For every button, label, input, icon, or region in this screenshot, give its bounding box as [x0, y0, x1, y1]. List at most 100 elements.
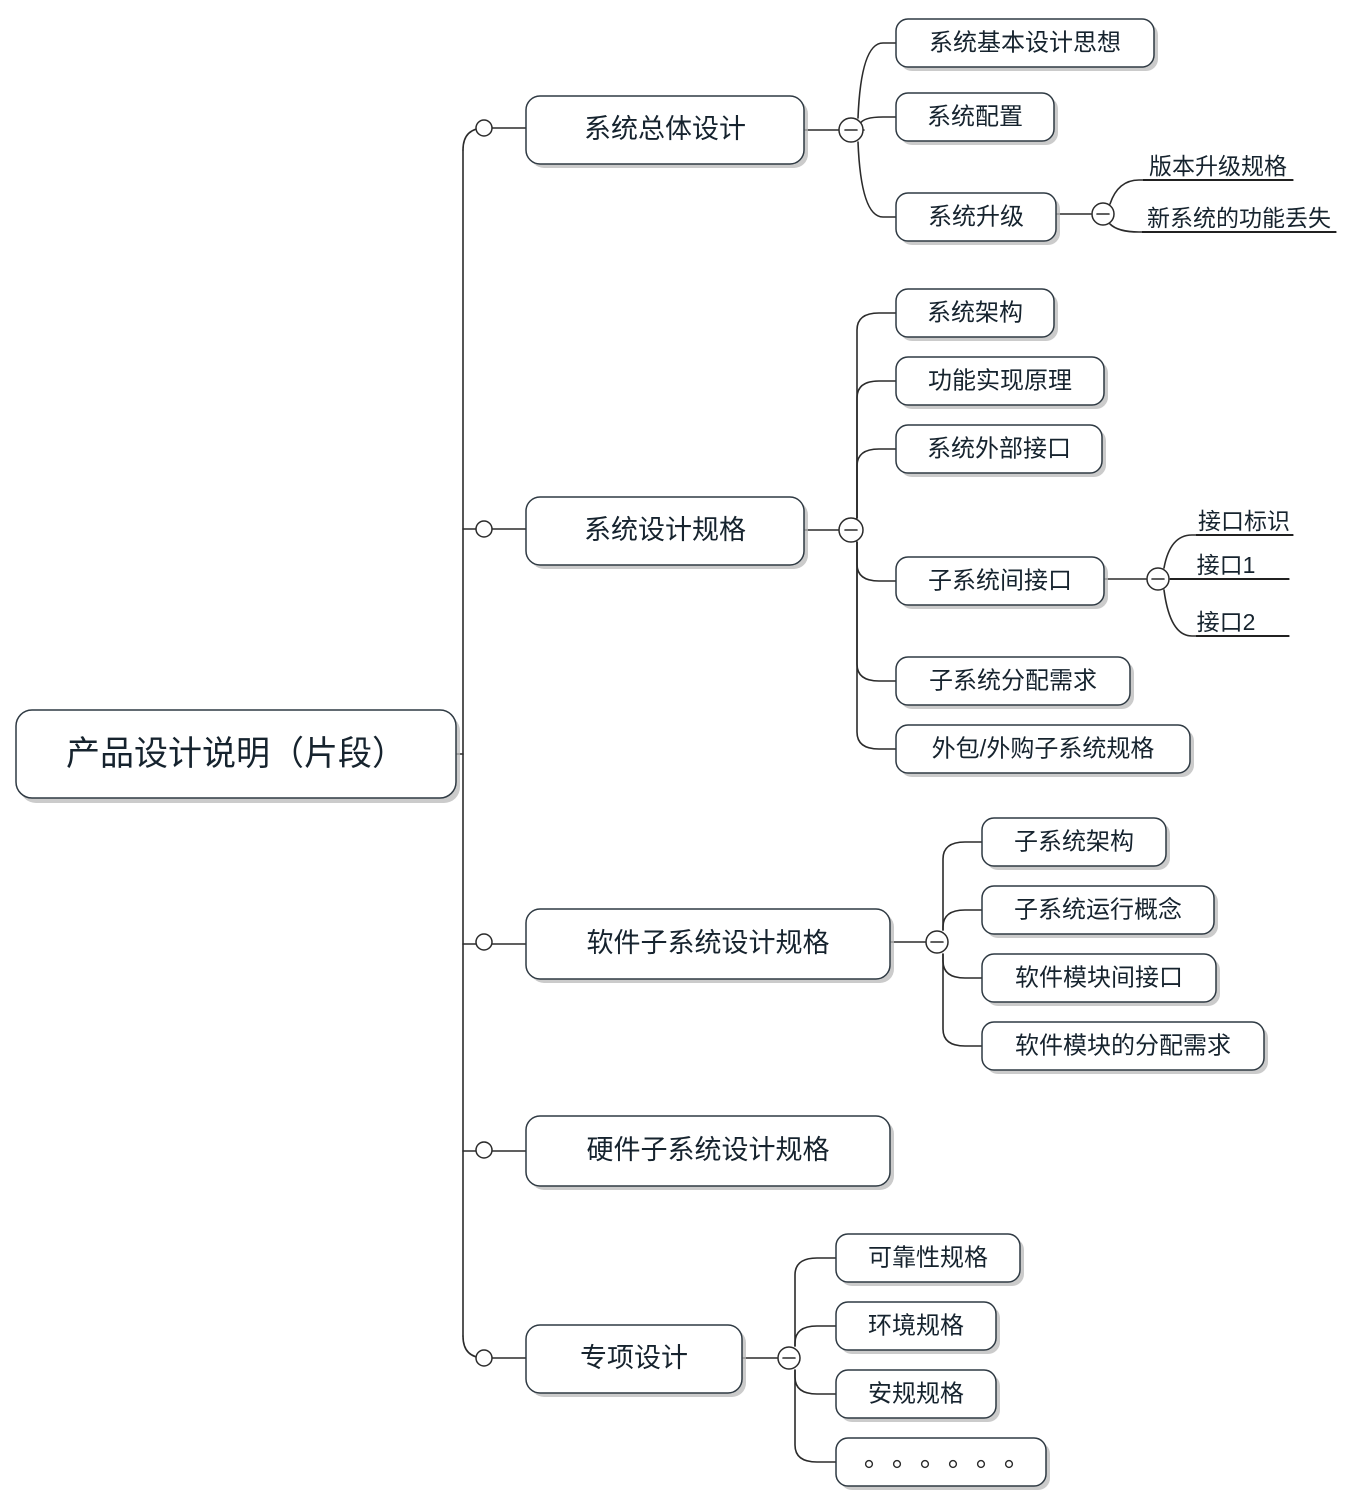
node-box-subsystem-operation-concept[interactable]	[981, 885, 1215, 935]
node-safety-regulation-spec[interactable]: 安规规格	[835, 1369, 1000, 1422]
branch-hardware-subsystem-design-spec: 硬件子系统设计规格	[475, 1115, 894, 1190]
toggle-system-overall-design[interactable]	[838, 117, 864, 143]
node-label-software-module-allocation-requirement: 软件模块的分配需求	[1015, 1032, 1231, 1059]
leaf-version-upgrade-spec[interactable]: 版本升级规格	[1143, 153, 1293, 181]
node-box-outsourced-subsystem-spec[interactable]	[895, 724, 1191, 774]
node-box-safety-regulation-spec[interactable]	[835, 1369, 997, 1419]
toggle-software-subsystem-design-spec[interactable]	[925, 930, 949, 954]
branch-dot-system-overall-design[interactable]	[475, 119, 493, 137]
edge-b5-child-3	[794, 1369, 837, 1395]
leaf-interface-2[interactable]: 接口2	[1196, 609, 1289, 637]
toggle-system-design-spec[interactable]	[838, 517, 864, 543]
node-inter-software-module-interface[interactable]: 软件模块间接口	[981, 953, 1220, 1006]
node-environment-spec[interactable]: 环境规格	[835, 1301, 1000, 1354]
node-label-outsourced-subsystem-spec: 外包/外购子系统规格	[932, 735, 1155, 762]
node-box-reliability-spec[interactable]	[835, 1233, 1021, 1283]
edge-b2-child-1	[856, 312, 897, 519]
node-basic-design-idea[interactable]: 系统基本设计思想	[895, 18, 1158, 71]
branch-special-design: 专项设计 可靠性规格 环境规格 安规规格	[475, 1233, 1050, 1490]
leaf-new-system-function-loss[interactable]: 新系统的功能丢失	[1142, 205, 1336, 233]
leaf-label-version-upgrade-spec: 版本升级规格	[1149, 153, 1287, 179]
node-label-inter-subsystem-interface: 子系统间接口	[928, 567, 1072, 594]
node-box-system-configuration[interactable]	[895, 92, 1055, 142]
root-node[interactable]: 产品设计说明（片段）	[15, 709, 460, 803]
node-system-configuration[interactable]: 系统配置	[895, 92, 1058, 145]
node-box-function-realization-principle[interactable]	[895, 356, 1105, 406]
node-label-system-architecture: 系统架构	[927, 299, 1023, 326]
node-box-basic-design-idea[interactable]	[895, 18, 1155, 68]
edge-b2-child-4	[856, 541, 897, 582]
node-label-system-external-interface: 系统外部接口	[927, 435, 1071, 462]
edge-b1c3-child-1	[1109, 179, 1294, 205]
edge-b5-child-2	[794, 1325, 837, 1347]
leaf-interface-identifier[interactable]: 接口标识	[1196, 508, 1293, 536]
branch-software-subsystem-design-spec: 软件子系统设计规格 子系统架构 子系统运行概念 软件模块间接口	[475, 817, 1268, 1074]
node-box-system-external-interface[interactable]	[895, 424, 1103, 474]
node-label-subsystem-architecture: 子系统架构	[1014, 828, 1134, 855]
edge-b2-child-3	[856, 448, 897, 519]
node-box-ellipsis-more[interactable]	[835, 1437, 1047, 1487]
leaf-interface-1[interactable]: 接口1	[1170, 552, 1289, 580]
branch-dot-software-subsystem-design-spec[interactable]	[475, 933, 493, 951]
edge-b1-child-3	[857, 141, 897, 218]
leaf-label-new-system-function-loss: 新系统的功能丢失	[1147, 205, 1331, 231]
edge-b1-child-1	[857, 42, 897, 119]
edge-b3-child-2	[942, 909, 983, 931]
node-box-subsystem-architecture[interactable]	[981, 817, 1167, 867]
node-box-inter-software-module-interface[interactable]	[981, 953, 1217, 1003]
node-box-hardware-subsystem-design-spec[interactable]	[525, 1115, 891, 1187]
node-label-system-configuration: 系统配置	[927, 103, 1023, 130]
edge-b3-child-3	[942, 953, 983, 979]
branch-system-design-spec: 系统设计规格 系统架构 功能实现原理 系统外部接口	[475, 288, 1293, 777]
node-box-system-overall-design[interactable]	[525, 95, 805, 165]
node-reliability-spec[interactable]: 可靠性规格	[835, 1233, 1024, 1286]
root-node-label: 产品设计说明（片段）	[66, 735, 406, 773]
root-node-box[interactable]	[15, 709, 457, 799]
edge-b2-child-2	[856, 380, 897, 519]
node-box-software-subsystem-design-spec[interactable]	[525, 908, 891, 980]
node-outsourced-subsystem-spec[interactable]: 外包/外购子系统规格	[895, 724, 1194, 777]
node-box-software-module-allocation-requirement[interactable]	[981, 1021, 1265, 1071]
node-subsystem-operation-concept[interactable]: 子系统运行概念	[981, 885, 1218, 938]
node-label-function-realization-principle: 功能实现原理	[928, 367, 1072, 394]
node-label-safety-regulation-spec: 安规规格	[868, 1380, 964, 1407]
toggle-system-upgrade[interactable]	[1091, 202, 1115, 226]
node-system-external-interface[interactable]: 系统外部接口	[895, 424, 1106, 477]
node-box-system-upgrade[interactable]	[895, 192, 1057, 242]
node-box-environment-spec[interactable]	[835, 1301, 997, 1351]
edge-spine-to-branch-5	[462, 1335, 527, 1359]
node-system-architecture[interactable]: 系统架构	[895, 288, 1058, 341]
edge-b2-child-5	[856, 541, 897, 682]
node-label-basic-design-idea: 系统基本设计思想	[929, 29, 1121, 56]
toggle-inter-subsystem-interface[interactable]	[1146, 567, 1170, 591]
leaf-label-interface-identifier: 接口标识	[1198, 508, 1290, 534]
node-subsystem-allocation-requirement[interactable]: 子系统分配需求	[895, 656, 1134, 709]
edge-b3-child-1	[942, 841, 983, 931]
node-function-realization-principle[interactable]: 功能实现原理	[895, 356, 1108, 409]
node-box-subsystem-allocation-requirement[interactable]	[895, 656, 1131, 706]
node-box-inter-subsystem-interface[interactable]	[895, 556, 1105, 606]
node-system-upgrade[interactable]: 系统升级	[895, 192, 1060, 245]
node-label-system-upgrade: 系统升级	[928, 203, 1024, 230]
node-label-subsystem-allocation-requirement: 子系统分配需求	[929, 667, 1097, 694]
edge-b2c4-child-1	[1163, 534, 1294, 569]
node-box-special-design[interactable]	[525, 1324, 743, 1394]
node-label-software-subsystem-design-spec: 软件子系统设计规格	[587, 928, 830, 958]
node-label-system-design-spec: 系统设计规格	[584, 515, 746, 545]
node-label-special-design: 专项设计	[580, 1343, 688, 1373]
node-software-module-allocation-requirement[interactable]: 软件模块的分配需求	[981, 1021, 1268, 1074]
node-box-system-architecture[interactable]	[895, 288, 1055, 338]
node-box-system-design-spec[interactable]	[525, 496, 805, 566]
edge-b2-child-6	[856, 541, 897, 750]
node-label-hardware-subsystem-design-spec: 硬件子系统设计规格	[587, 1135, 830, 1165]
toggle-special-design[interactable]	[777, 1346, 801, 1370]
branch-dot-special-design[interactable]	[475, 1349, 493, 1367]
node-inter-subsystem-interface[interactable]: 子系统间接口	[895, 556, 1108, 609]
branch-dot-system-design-spec[interactable]	[475, 520, 493, 538]
node-subsystem-architecture[interactable]: 子系统架构	[981, 817, 1170, 870]
leaf-label-interface-1: 接口1	[1197, 552, 1256, 578]
branch-dot-hardware-subsystem-design-spec[interactable]	[475, 1141, 493, 1159]
node-label-reliability-spec: 可靠性规格	[868, 1244, 988, 1271]
node-ellipsis-more[interactable]	[835, 1437, 1050, 1490]
